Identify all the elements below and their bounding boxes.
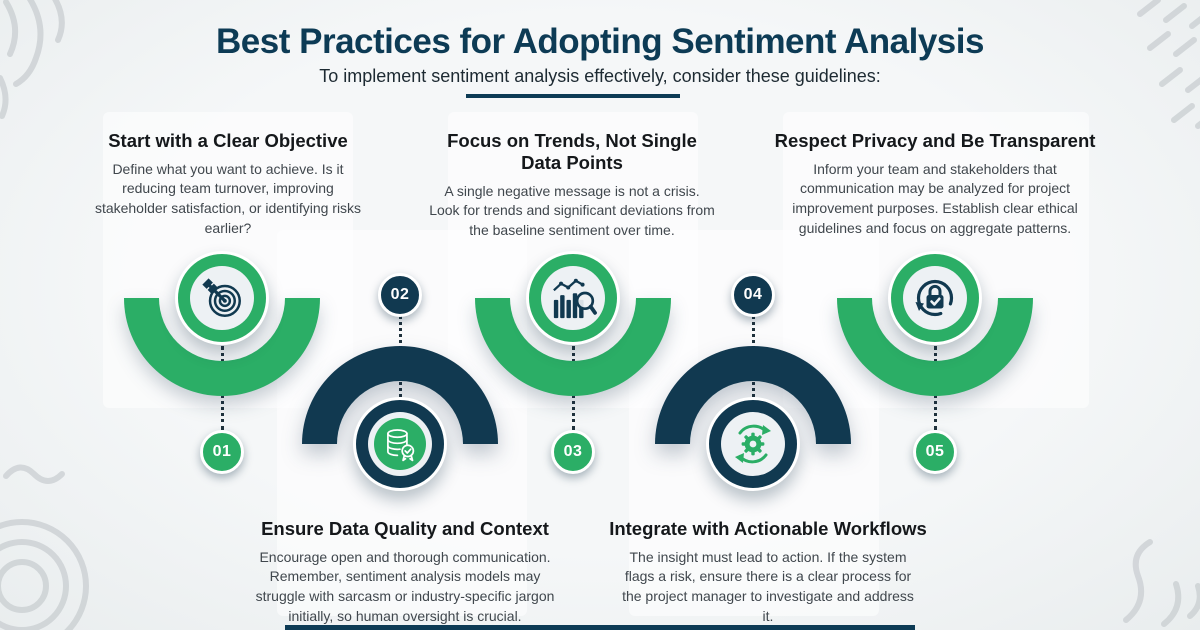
step-1-number: 01 [212, 443, 232, 460]
step-4-description: The insight must lead to action. If the … [622, 548, 914, 624]
page-subtitle: To implement sentiment analysis effectiv… [319, 66, 881, 86]
step-5-description: Inform your team and stakeholders that c… [792, 160, 1078, 236]
step-3-number: 03 [563, 443, 583, 460]
corner-doodle-top-right [1137, 0, 1200, 129]
step-3-icon-circle [526, 251, 620, 345]
step-4-number: 04 [743, 286, 763, 303]
step-5-number-badge: 05 [913, 430, 957, 474]
step-2-text: Ensure Data Quality and Context Encourag… [225, 518, 585, 626]
step-4-text: Integrate with Actionable Workflows The … [588, 518, 948, 626]
step-2-description: Encourage open and thorough communicatio… [255, 548, 555, 624]
step-3-title: Focus on Trends, Not Single Data Points [447, 130, 697, 173]
step-1-text: Start with a Clear Objective Define what… [78, 130, 378, 238]
database-quality-icon [387, 429, 415, 462]
step-2-title: Ensure Data Quality and Context [261, 518, 549, 539]
title-underline [466, 94, 680, 98]
workflow-gear-cycle-icon [735, 424, 771, 464]
step-2-number-badge: 02 [378, 273, 422, 317]
step-2-icon-circle [353, 397, 447, 491]
step-5-text: Respect Privacy and Be Transparent Infor… [765, 130, 1105, 238]
step-5-icon-circle [888, 251, 982, 345]
step-1-number-badge: 01 [200, 430, 244, 474]
step-2-number: 02 [390, 286, 410, 303]
trend-chart-magnifier-icon [553, 278, 597, 319]
privacy-lock-cycle-icon [915, 279, 954, 317]
step-3-description: A single negative message is not a crisi… [429, 182, 715, 238]
step-1-description: Define what you want to achieve. Is it r… [94, 160, 362, 236]
step-1-title: Start with a Clear Objective [108, 130, 348, 151]
step-4-title: Integrate with Actionable Workflows [609, 518, 927, 539]
step-4-icon-circle [706, 397, 800, 491]
corner-doodle-bottom-left [0, 464, 89, 630]
step-3-text: Focus on Trends, Not Single Data Points … [427, 130, 717, 240]
bottom-accent-bar [285, 625, 915, 630]
corner-doodle-bottom-right [1123, 539, 1200, 627]
target-dart-icon [202, 278, 241, 317]
page-title: Best Practices for Adopting Sentiment An… [216, 22, 984, 61]
step-1-icon-circle [175, 251, 269, 345]
step-5-number: 05 [925, 443, 945, 460]
corner-doodle-top-left [0, 0, 65, 119]
step-5-title: Respect Privacy and Be Transparent [774, 130, 1096, 151]
step-3-number-badge: 03 [551, 430, 595, 474]
step-4-number-badge: 04 [731, 273, 775, 317]
